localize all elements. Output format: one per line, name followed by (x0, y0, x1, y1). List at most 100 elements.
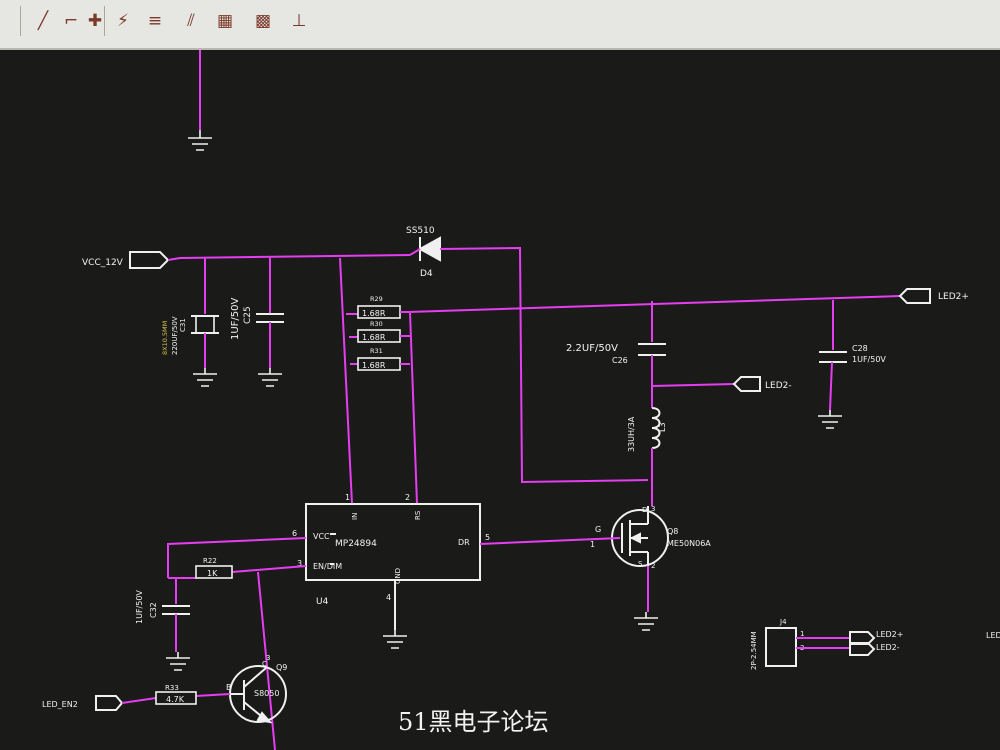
q8-drain-pin: 3 (651, 505, 655, 513)
watermark: 51黑电子论坛 (398, 708, 549, 736)
q8-source-pin: 2 (651, 562, 655, 570)
r33-ref: R33 (165, 684, 179, 692)
j4-pin1: 1 (800, 630, 804, 638)
ground-symbol (193, 368, 217, 387)
q9-collector-label: C (262, 660, 267, 668)
resistor-r33[interactable] (155, 691, 197, 705)
r22-value: 1K (207, 569, 218, 578)
net-label-led-en: LED_EN2 (42, 700, 78, 709)
draw-line-icon[interactable]: ╱ (37, 11, 49, 31)
wire-en (257, 571, 276, 750)
q8-drain-label: D (642, 506, 647, 514)
q8-gate-pin: 1 (590, 540, 595, 549)
wire-led-neg (651, 383, 735, 387)
inductor-l3[interactable] (651, 407, 661, 449)
schematic-canvas[interactable]: VCC_12V 8X10.5MM 220UF/50V C31 1UF/50V C… (0, 50, 1000, 750)
c32-ref: C32 (149, 602, 158, 618)
c28-value: 1UF/50V (852, 355, 886, 364)
j4-value: 2P-2.54MM (750, 631, 758, 670)
ic-u4[interactable] (305, 503, 481, 581)
c25-ref: C25 (243, 306, 253, 324)
u4-pin-vcc: VCC (313, 532, 330, 541)
add-part-icon[interactable]: ✚ (87, 11, 103, 31)
wire-led-en (121, 693, 231, 704)
u4-ref: U4 (316, 597, 329, 607)
transistor-q9[interactable] (229, 665, 287, 724)
wire (400, 311, 410, 365)
edge-net-label: LED (986, 631, 1000, 640)
net-port-led-en[interactable]: LED_EN2 (42, 695, 124, 711)
c26-value: 2.2UF/50V (566, 343, 618, 354)
q8-source-label: S (638, 560, 643, 568)
capacitor-c25[interactable] (256, 313, 284, 323)
c26-ref: C26 (612, 356, 628, 365)
wire-vcc-rail (167, 254, 411, 261)
q8-ref: Q8 (667, 527, 678, 536)
capacitor-c28[interactable] (819, 351, 847, 363)
wire (346, 313, 358, 365)
c25-value: 1UF/50V (230, 297, 241, 340)
net-port-led-neg[interactable]: LED2- (732, 376, 792, 392)
r30-ref: R30 (370, 320, 383, 328)
c32-value: 1UF/50V (135, 590, 144, 624)
r33-value: 4.7K (166, 695, 185, 704)
u4-pin-rs: RS (414, 510, 422, 520)
toolbar-separator (20, 6, 21, 36)
place-bus-icon[interactable]: ⫽ (187, 11, 195, 31)
capacitor-c31[interactable] (191, 315, 219, 334)
ground-symbol (258, 368, 282, 387)
wire (168, 565, 307, 579)
net-label-led-neg: LED2- (765, 381, 792, 391)
c31-package: 8X10.5MM (161, 321, 169, 355)
ground-symbol (818, 410, 842, 429)
place-resistor-icon[interactable]: ▦ (216, 11, 234, 31)
j4-ref: J4 (779, 618, 787, 626)
draw-wire-icon[interactable]: ⌐ (63, 11, 79, 31)
r29-ref: R29 (370, 295, 383, 303)
net-port-conn-pos[interactable]: LED2+ (849, 630, 903, 645)
q9-base-label: B (226, 683, 232, 692)
resistor-r22[interactable] (195, 565, 233, 579)
u4-pinnum-en: 3 (297, 559, 302, 568)
toolbar: ╱ ⌐ ✚ ⚡ ≡ ⫽ ▦ ▩ ⊥ (0, 0, 1000, 50)
net-port-vcc[interactable]: VCC_12V (82, 251, 170, 269)
u4-pinnum-vcc: 6 (292, 529, 297, 538)
r22-ref: R22 (203, 557, 217, 565)
mosfet-q8[interactable] (611, 506, 669, 567)
c28-ref: C28 (852, 344, 868, 353)
place-net-label-icon[interactable]: ≡ (147, 11, 163, 31)
c31-ref: C31 (179, 318, 187, 332)
u4-pinnum-dr: 5 (485, 533, 490, 542)
u4-pin-in: IN (351, 513, 359, 520)
place-array-icon[interactable]: ▩ (254, 11, 272, 31)
d4-value: SS510 (406, 226, 435, 236)
wire-in (339, 257, 353, 505)
r31-value: 1.68R (362, 361, 386, 370)
wire-rs (409, 311, 418, 505)
u4-pinnum-rs: 2 (405, 493, 410, 502)
r30-value: 1.68R (362, 333, 386, 342)
place-junction-icon[interactable]: ⊥ (291, 11, 307, 31)
wire-u4-vcc (167, 537, 307, 578)
capacitor-c32[interactable] (162, 605, 190, 615)
u4-pinnum-gnd: 4 (386, 593, 391, 602)
net-port-conn-neg[interactable]: LED2- (849, 642, 900, 656)
ground-symbol (166, 652, 190, 671)
q8-value: ME50N06A (667, 539, 711, 548)
diode-d4[interactable] (417, 236, 441, 262)
ground-symbol (634, 612, 658, 631)
wire-gate (479, 537, 621, 545)
q9-ref: Q9 (276, 663, 287, 672)
place-power-icon[interactable]: ⚡ (117, 11, 129, 31)
toolbar-separator (104, 6, 105, 36)
capacitor-c26[interactable] (638, 343, 666, 356)
u4-pin-dr: DR (458, 538, 470, 547)
net-label-led-pos: LED2+ (938, 292, 969, 302)
r31-ref: R31 (370, 347, 383, 355)
wire-switch-node (439, 246, 649, 484)
net-port-led-pos[interactable]: LED2+ (898, 288, 969, 304)
connector-j4[interactable] (765, 627, 797, 667)
l3-value: 33UH/3A (627, 416, 636, 452)
q9-collector-pin: 3 (266, 654, 270, 662)
q9-value: S8050 (254, 689, 279, 698)
